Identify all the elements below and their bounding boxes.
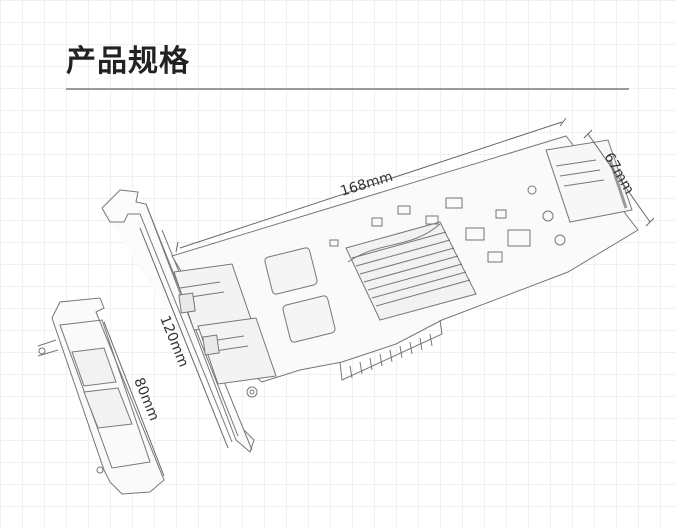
heatsink — [345, 221, 477, 321]
dim-line-length — [175, 117, 567, 253]
title-divider — [66, 88, 629, 90]
magnetics-modules — [264, 247, 336, 343]
product-label — [545, 139, 633, 223]
page-title: 产品规格 — [66, 44, 190, 79]
ethernet-port-top — [173, 263, 253, 331]
dim-line-height — [583, 129, 655, 227]
low-profile-bracket — [37, 297, 165, 495]
dim-line-low-bracket — [103, 321, 165, 477]
board-components — [329, 185, 566, 263]
ethernet-port-bottom — [197, 317, 277, 385]
dim-line-full-bracket — [139, 227, 229, 449]
